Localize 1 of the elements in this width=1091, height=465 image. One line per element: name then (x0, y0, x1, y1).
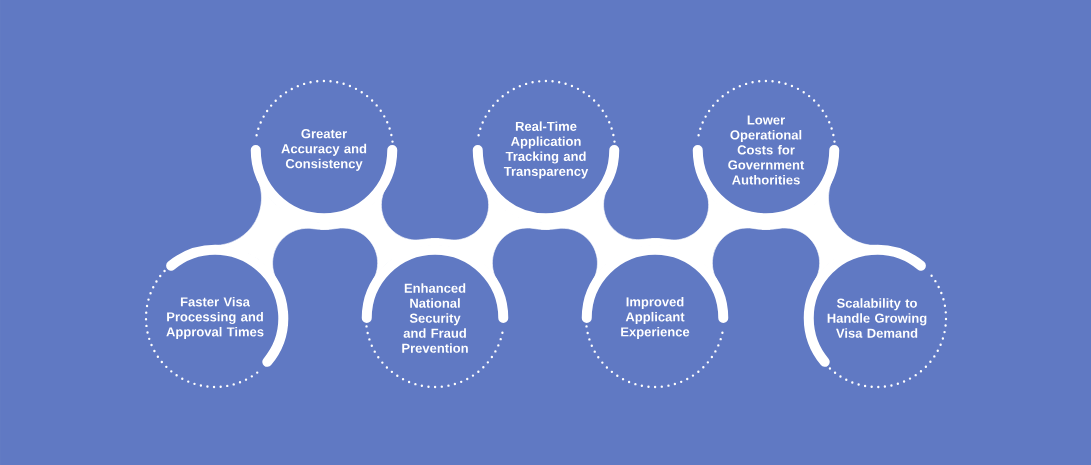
connector-band (761, 178, 877, 282)
